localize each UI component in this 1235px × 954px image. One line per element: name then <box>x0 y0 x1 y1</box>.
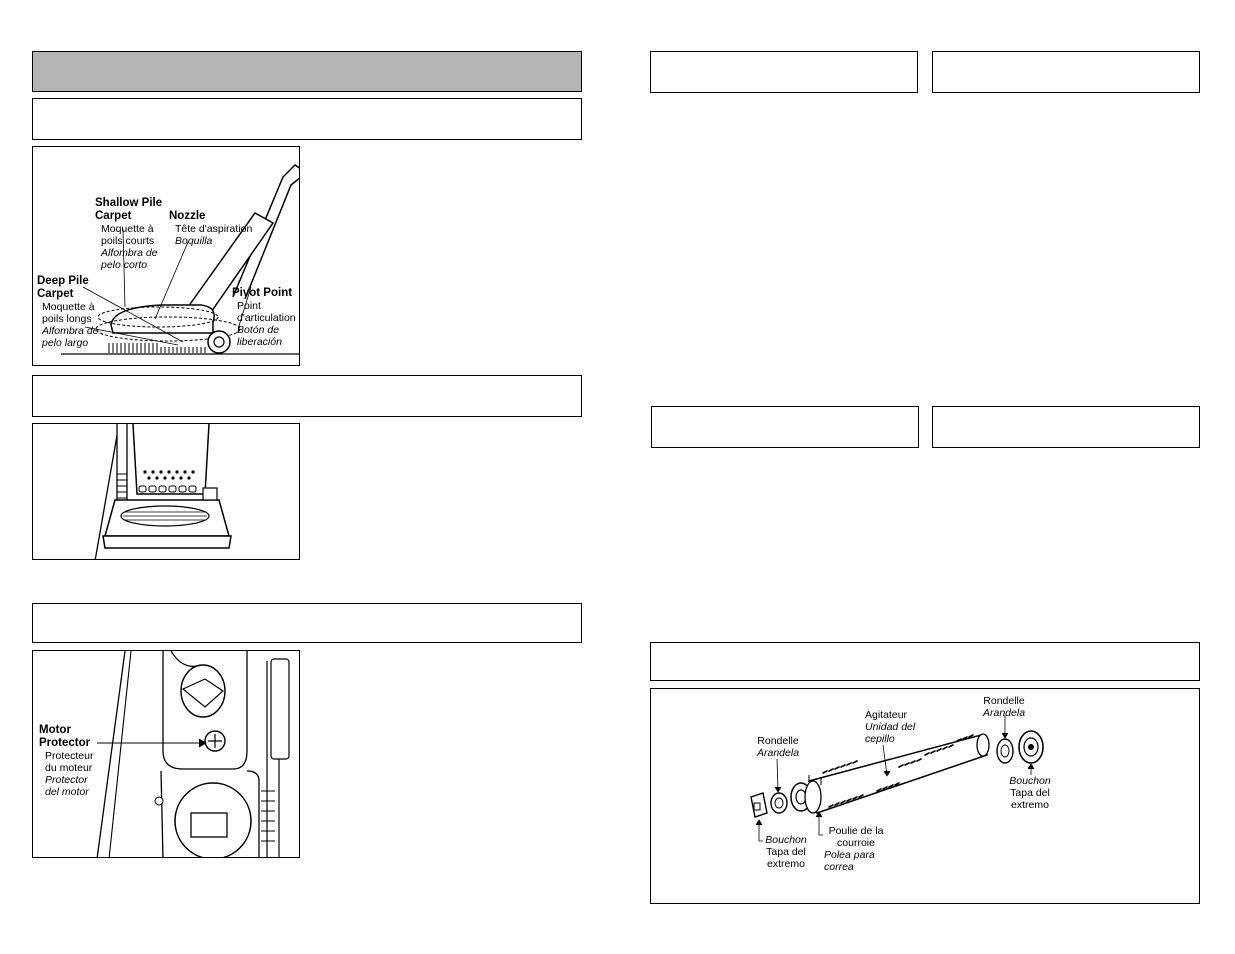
label-belt-pulley: Poulie de la courroie Polea para correa <box>824 825 884 873</box>
agitator-exploded-figure: Agitateur Unidad del cepillo Rondelle Ar… <box>650 688 1200 904</box>
nozzle-closeup-illustration <box>94 424 232 559</box>
carpet-height-figure: Shallow Pile Carpet Moquette à poils cou… <box>32 146 300 366</box>
label-motor-protector: Motor Protector Protecteur du moteur Pro… <box>39 724 94 798</box>
agitator-exploded-illustration <box>750 715 1044 842</box>
label-washer-right: Rondelle Arandela <box>983 695 1026 719</box>
label-nozzle: Nozzle Tête d'aspiration Boquilla <box>169 210 253 247</box>
subsection-header-box-2 <box>32 375 582 417</box>
right-wide-header-box <box>650 642 1200 681</box>
subsection-header-box-1 <box>32 98 582 140</box>
label-deep-pile-carpet: Deep Pile Carpet Moquette à poils longs … <box>37 275 99 349</box>
label-pivot-point: Pivot Point Point d'articulation Botón d… <box>232 287 296 348</box>
section-header-bar <box>32 51 582 92</box>
motor-protector-figure: Motor Protector Protecteur du moteur Pro… <box>32 650 300 858</box>
label-end-cap-left: Bouchon Tapa del extremo <box>765 834 807 870</box>
right-header-box-4 <box>932 406 1200 448</box>
subsection-header-box-3 <box>32 603 582 643</box>
label-washer-left: Rondelle Arandela <box>757 735 800 759</box>
carpet-height-illustration <box>61 164 299 355</box>
motor-protector-illustration <box>96 651 290 857</box>
nozzle-closeup-figure <box>32 423 300 560</box>
label-agitator: Agitateur Unidad del cepillo <box>865 709 916 745</box>
label-shallow-pile-carpet: Shallow Pile Carpet Moquette à poils cou… <box>95 197 163 271</box>
right-header-box-2 <box>932 51 1200 93</box>
label-end-cap-right: Bouchon Tapa del extremo <box>1009 775 1051 811</box>
right-header-box-3 <box>651 406 919 448</box>
right-header-box-1 <box>650 51 918 93</box>
